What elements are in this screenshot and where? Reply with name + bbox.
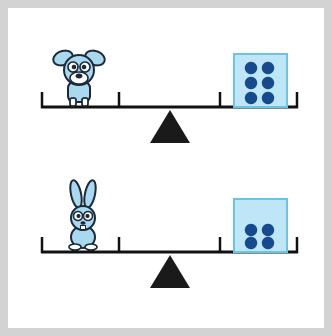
dot-box-6 [233, 53, 288, 108]
balance-scale-dog [40, 49, 299, 143]
dog-icon [52, 49, 106, 107]
fulcrum-triangle [150, 255, 190, 288]
box-dot [261, 223, 275, 237]
dot-box-4 [233, 198, 288, 253]
box-dot [244, 91, 258, 105]
box-dot [244, 223, 258, 237]
box-dot [244, 76, 258, 90]
box-dot [261, 91, 275, 105]
box-dot [261, 61, 275, 75]
box-dot [244, 61, 258, 75]
box-dots [244, 223, 275, 250]
fulcrum-triangle [150, 110, 190, 143]
box-dot [261, 76, 275, 90]
box-dots [244, 61, 275, 105]
box-dot [261, 236, 275, 250]
balance-scale-rabbit [40, 179, 299, 288]
rabbit-icon [68, 179, 98, 251]
box-dot [244, 236, 258, 250]
